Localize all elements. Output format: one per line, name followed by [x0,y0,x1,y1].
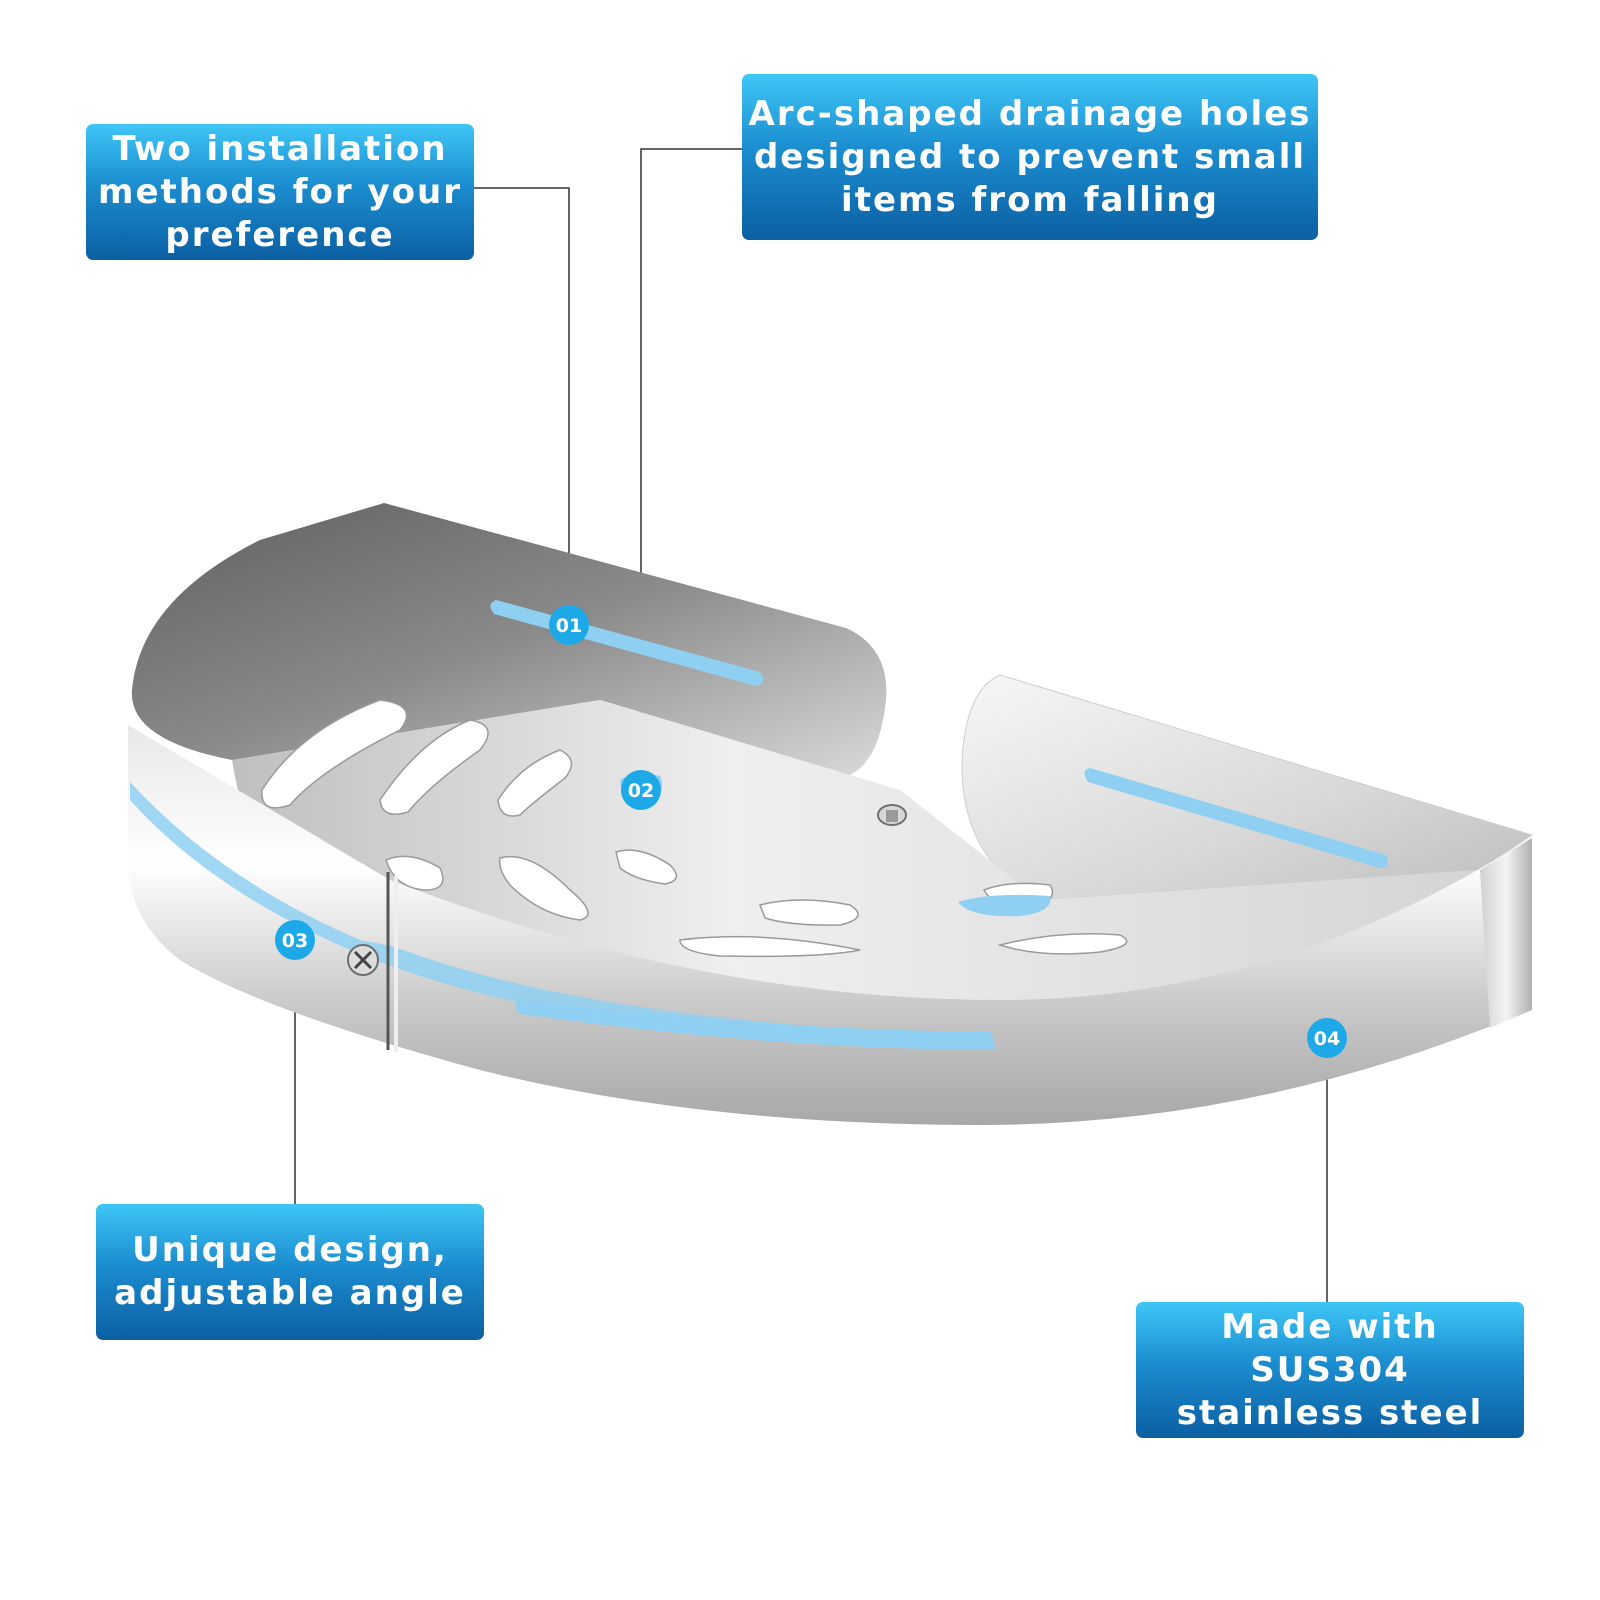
callout-line: designed to prevent small [753,136,1307,177]
callout-line: preference [165,214,395,255]
screw-icon [877,804,907,826]
callout-line: adjustable angle [114,1273,466,1313]
callout-drainage-holes: Arc-shaped drainage holes designed to pr… [742,74,1318,240]
callout-line: Two installation [112,128,448,169]
callout-installation-methods: Two installation methods for your prefer… [86,124,474,260]
rim-groove-highlight [130,782,998,1050]
left-back-wall [131,503,887,775]
screw-icon [347,944,379,976]
callout-line: Unique design, [132,1230,448,1270]
leader-line-01 [474,187,570,606]
svg-text:04: 04 [1314,1028,1340,1050]
rim-lower-slot [515,1000,994,1050]
callout-stainless-steel: Made with SUS304 stainless steel [1136,1302,1524,1438]
callout-adjustable-angle: Unique design, adjustable angle [96,1204,484,1340]
badge-01: 01 [549,605,589,645]
svg-text:01: 01 [556,615,582,637]
front-rim [128,725,1530,1125]
callout-line: items from falling [841,179,1219,220]
rim-right-face [1480,838,1532,1028]
badge-03: 03 [275,920,315,960]
callout-line: Made with SUS304 [1221,1306,1439,1390]
drainage-holes [261,699,1128,958]
svg-text:03: 03 [282,930,308,952]
badge-02: 02 [621,770,661,810]
callout-line: Arc-shaped drainage holes [748,93,1312,134]
callout-line: stainless steel [1176,1392,1484,1433]
right-back-wall [961,674,1534,901]
callout-line: methods for your [98,171,462,212]
badge-04: 04 [1307,1018,1347,1058]
leader-line-02 [640,148,742,772]
svg-text:02: 02 [628,780,654,802]
